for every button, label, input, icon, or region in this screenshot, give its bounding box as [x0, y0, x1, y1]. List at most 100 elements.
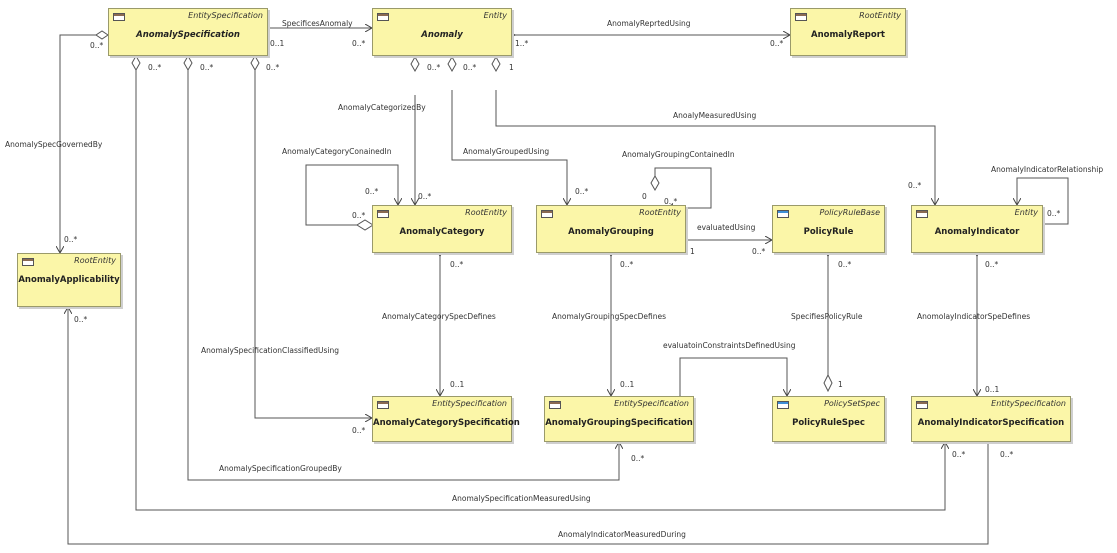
stereotype-label: RootEntity	[74, 256, 116, 265]
assoc-anomaly-indicator-measured-during	[68, 307, 988, 545]
class-name: AnomalySpecification	[136, 30, 240, 40]
association-label: AnomalyIndicatorMeasuredDuring	[558, 530, 686, 539]
multiplicity-label: 0..1	[450, 380, 465, 389]
assoc-anomaly-measured-using	[495, 90, 935, 205]
aggregation-diamond	[491, 55, 501, 73]
association-label: AnomalyIndicatorRelationship	[991, 165, 1104, 174]
stereotype-label: EntitySpecification	[188, 11, 263, 20]
class-anomaly-indicator[interactable]: Entity AnomalyIndicator	[911, 205, 1043, 253]
multiplicity-label: 0..*	[200, 63, 214, 72]
association-label: AnomalyGroupingSpecDefines	[552, 312, 666, 321]
stereotype-label: EntitySpecification	[991, 399, 1066, 408]
multiplicity-label: 0..*	[664, 197, 678, 206]
aggregation-diamond	[650, 174, 660, 192]
class-icon	[377, 13, 389, 21]
association-label: AnomalyCategorySpecDefines	[382, 312, 496, 321]
class-name: AnomalyCategory	[399, 227, 485, 237]
class-name: AnomalyCategorySpecification	[373, 418, 520, 428]
multiplicity-label: 0	[642, 192, 647, 201]
aggregation-diamond	[823, 373, 833, 393]
class-name: PolicyRule	[803, 227, 854, 237]
multiplicity-label: 0..*	[352, 39, 366, 48]
association-label: AnomalySpecGovernedBy	[5, 140, 103, 149]
class-anomaly-specification[interactable]: EntitySpecification AnomalySpecification	[108, 8, 268, 56]
association-label: AnomalyCategoryConainedIn	[282, 147, 392, 156]
association-label: evaluatoinConstraintsDefinedUsing	[663, 341, 796, 350]
class-icon	[377, 401, 389, 409]
class-name: AnomalyApplicability	[18, 275, 120, 285]
aggregation-diamond	[447, 55, 457, 73]
class-name: PolicyRuleSpec	[792, 418, 865, 428]
aggregation-diamond	[410, 55, 420, 73]
multiplicity-label: 1	[509, 63, 514, 72]
multiplicity-label: 0..*	[575, 187, 589, 196]
association-label: AnomalyReprtedUsing	[607, 19, 691, 28]
class-icon	[777, 401, 789, 409]
multiplicity-label: 0..*	[985, 260, 999, 269]
association-label: AnoalyMeasuredUsing	[673, 111, 757, 120]
class-name: AnomalyReport	[810, 30, 885, 40]
aggregation-diamond	[356, 219, 374, 231]
multiplicity-label: 0..*	[908, 181, 922, 190]
association-label: AnomalySpecificationGroupedBy	[219, 464, 342, 473]
class-policy-rule-spec[interactable]: PolicySetSpec PolicyRuleSpec	[772, 396, 885, 442]
class-anomaly-report[interactable]: RootEntity AnomalyReport	[790, 8, 906, 56]
stereotype-label: RootEntity	[859, 11, 901, 20]
stereotype-label: PolicyRuleBase	[819, 208, 880, 217]
class-anomaly-grouping-specification[interactable]: EntitySpecification AnomalyGroupingSpeci…	[544, 396, 694, 442]
association-label: AnomalyGroupingContainedIn	[622, 150, 735, 159]
class-anomaly-category[interactable]: RootEntity AnomalyCategory	[372, 205, 512, 253]
class-anomaly-grouping[interactable]: RootEntity AnomalyGrouping	[536, 205, 686, 253]
assoc-anomaly-spec-governed-by	[60, 34, 96, 253]
multiplicity-label: 0..*	[90, 41, 104, 50]
association-label: SpecifiesPolicyRule	[791, 312, 863, 321]
assoc-anomaly-spec-classified-using	[254, 70, 372, 418]
multiplicity-label: 0..*	[838, 260, 852, 269]
multiplicity-label: 0..*	[148, 63, 162, 72]
multiplicity-label: 0..*	[74, 315, 88, 324]
class-anomaly-category-specification[interactable]: EntitySpecification AnomalyCategorySpeci…	[372, 396, 520, 442]
multiplicity-label: 0..*	[427, 63, 441, 72]
class-icon	[541, 210, 553, 218]
class-name: AnomalyGroupingSpecification	[545, 418, 693, 428]
assoc-anomaly-spec-measured-using	[135, 70, 945, 511]
class-policy-rule[interactable]: PolicyRuleBase PolicyRule	[772, 205, 885, 253]
stereotype-label: Entity	[483, 11, 507, 20]
multiplicity-label: 0..*	[266, 63, 280, 72]
stereotype-label: RootEntity	[465, 208, 507, 217]
class-anomaly-indicator-specification[interactable]: EntitySpecification AnomalyIndicatorSpec…	[911, 396, 1071, 442]
stereotype-label: Entity	[1014, 208, 1038, 217]
assoc-evaluation-constraints-defined-using	[680, 357, 787, 396]
stereotype-label: EntitySpecification	[614, 399, 689, 408]
multiplicity-label: 0..1	[270, 39, 285, 48]
class-anomaly[interactable]: Entity Anomaly	[372, 8, 512, 56]
assoc-anomaly-spec-grouped-by	[187, 70, 619, 481]
association-label: AnomalyGroupedUsing	[463, 147, 550, 156]
association-label: AnomalySpecificationMeasuredUsing	[452, 494, 591, 503]
aggregation-diamond	[131, 54, 141, 72]
aggregation-diamond	[183, 54, 193, 72]
stereotype-label: RootEntity	[639, 208, 681, 217]
association-label: AnomalySpecificationClassifiedUsing	[201, 346, 339, 355]
multiplicity-label: 0..*	[352, 426, 366, 435]
stereotype-label: PolicySetSpec	[824, 399, 880, 408]
multiplicity-label: 0..*	[64, 235, 78, 244]
multiplicity-label: 0..*	[1047, 209, 1061, 218]
association-label: SpecificesAnomaly	[282, 19, 353, 28]
class-icon	[916, 401, 928, 409]
association-label: AnomolayIndicatorSpeDefines	[917, 312, 1031, 321]
class-name: AnomalyGrouping	[568, 227, 654, 237]
multiplicity-label: 0..*	[952, 450, 966, 459]
class-icon	[795, 13, 807, 21]
class-name: AnomalyIndicatorSpecification	[917, 418, 1065, 428]
class-icon	[916, 210, 928, 218]
class-icon	[549, 401, 561, 409]
multiplicity-label: 0..*	[365, 187, 379, 196]
multiplicity-label: 0..*	[752, 247, 766, 256]
multiplicity-label: 0..*	[463, 63, 477, 72]
class-anomaly-applicability[interactable]: RootEntity AnomalyApplicability	[17, 253, 121, 307]
association-label: AnomalyCategorizedBy	[338, 103, 426, 112]
class-name: AnomalyIndicator	[934, 227, 1020, 237]
